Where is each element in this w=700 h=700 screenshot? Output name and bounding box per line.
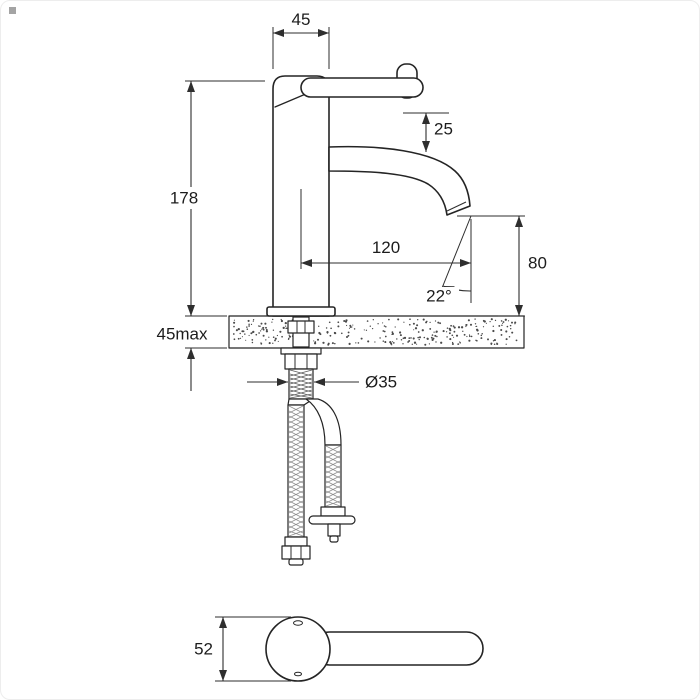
left-hose-braid — [288, 405, 304, 537]
dim-spout-offset-label: 25 — [434, 120, 453, 139]
faucet-side-view — [266, 63, 471, 317]
base-circle — [265, 616, 331, 682]
right-hose-cross-pin — [308, 515, 356, 525]
dim-deck-thickness: 45max — [151, 323, 227, 391]
washer — [280, 347, 322, 355]
dim-spout-angle: 22° — [419, 215, 472, 306]
threaded-shank — [288, 368, 314, 400]
hex-nut — [284, 353, 318, 370]
right-hose-braid — [325, 445, 341, 507]
right-hose-collar — [320, 506, 346, 517]
dim-outlet-height: 80 — [457, 215, 547, 317]
dim-hole-diameter: Ø35 — [247, 373, 397, 392]
lever-handle — [300, 77, 424, 98]
dim-spout-reach: 120 — [300, 189, 472, 303]
shank-thread-texture — [289, 369, 313, 399]
lever-top-view — [312, 631, 484, 666]
dim-spout-reach-label: 120 — [372, 238, 400, 257]
right-hose-bend — [305, 398, 342, 446]
mounting-hardware — [280, 316, 322, 400]
dim-base-diameter-label: 52 — [194, 640, 213, 659]
left-hose-tip — [288, 558, 304, 566]
dim-body-height: 178 — [160, 80, 265, 317]
base-detail-bottom — [294, 671, 302, 677]
base-detail-top — [293, 620, 303, 626]
left-hose-nut — [281, 545, 311, 560]
spout — [328, 145, 471, 216]
stud-nut — [287, 320, 315, 334]
dim-base-diameter: 52 — [194, 616, 291, 682]
dim-top-width: 45 — [272, 10, 330, 69]
dim-top-width-label: 45 — [292, 10, 311, 29]
dim-spout-offset: 25 — [403, 112, 453, 152]
countertop-deck — [228, 315, 525, 349]
base-flange — [266, 306, 336, 317]
spout-outlet-line — [446, 201, 467, 212]
dim-deck-thickness-label: 45max — [156, 325, 208, 344]
dim-outlet-height-label: 80 — [528, 254, 547, 273]
faucet-top-view — [265, 616, 484, 682]
left-hose-collar — [284, 536, 308, 547]
dim-body-height-label: 178 — [170, 189, 198, 208]
dim-spout-angle-label: 22° — [426, 287, 452, 306]
dim-hole-diameter-label: Ø35 — [365, 373, 397, 392]
supply-hoses — [281, 398, 356, 566]
right-hose-valve — [327, 523, 341, 537]
scan-artifact — [9, 7, 16, 14]
right-hose-tip — [329, 535, 339, 543]
